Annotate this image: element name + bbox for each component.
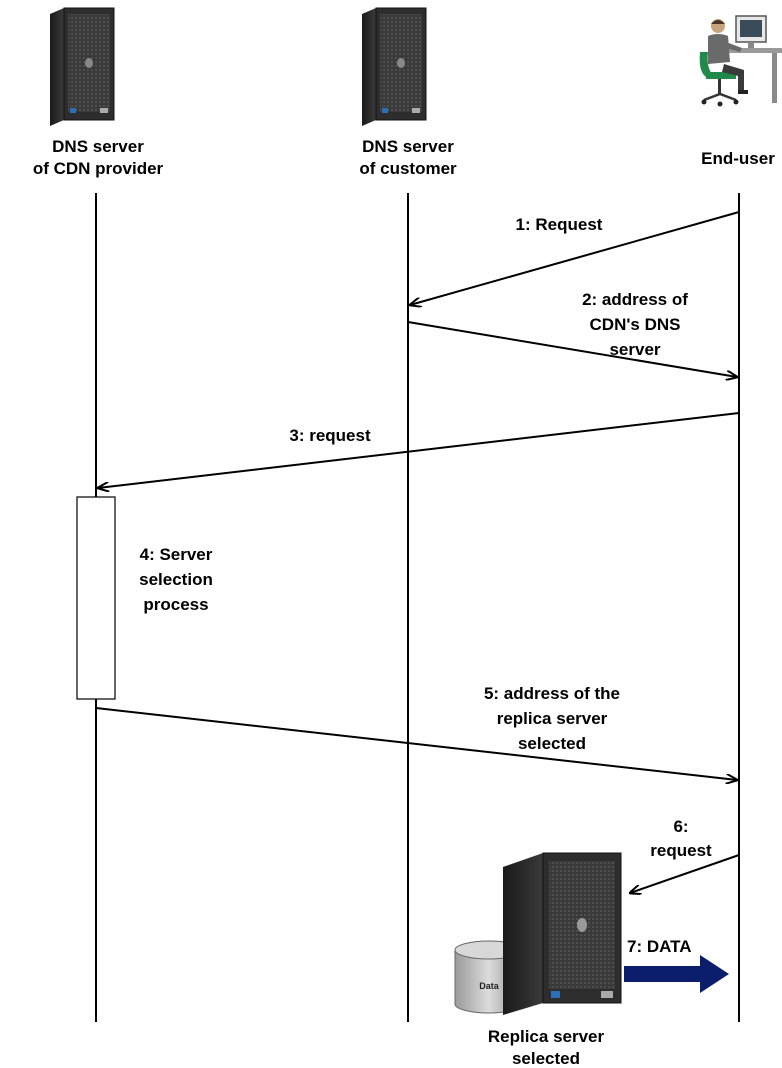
database-label: Data xyxy=(479,981,500,991)
message-label-2-line3: server xyxy=(609,340,660,359)
message-label-1: 1: Request xyxy=(516,215,603,234)
message-arrow-3 xyxy=(98,412,740,488)
server-icon xyxy=(50,7,115,126)
process-label-4-line3: process xyxy=(143,595,208,614)
actor-label-customer-dns-line1: DNS server xyxy=(362,137,454,156)
data-transfer-arrow xyxy=(624,955,729,993)
message-label-2-line1: 2: address of xyxy=(582,290,688,309)
message-label-5-line2: replica server xyxy=(497,709,608,728)
activation-box xyxy=(76,496,116,700)
message-label-5-line3: selected xyxy=(518,734,586,753)
replica-server-icon xyxy=(503,852,622,1015)
process-label-4-line1: 4: Server xyxy=(140,545,213,564)
message-label-6-line1: 6: xyxy=(673,817,688,836)
actor-label-end-user: End-user xyxy=(701,149,775,168)
replica-label-line1: Replica server xyxy=(488,1027,605,1046)
end-user-icon xyxy=(699,15,782,107)
replica-label-line2: selected xyxy=(512,1049,580,1068)
actor-label-customer-dns-line2: of customer xyxy=(359,159,457,178)
actor-label-cdn-dns-line2: of CDN provider xyxy=(33,159,164,178)
message-label-3: 3: request xyxy=(289,426,371,445)
message-label-2-line2: CDN's DNS xyxy=(590,315,681,334)
server-icon xyxy=(362,7,427,126)
actor-label-cdn-dns-line1: DNS server xyxy=(52,137,144,156)
message-arrow-2 xyxy=(407,321,737,377)
message-arrow-5 xyxy=(95,707,737,780)
process-label-4-line2: selection xyxy=(139,570,213,589)
message-arrow-1 xyxy=(410,211,740,305)
message-arrow-6 xyxy=(630,854,740,893)
message-label-7: 7: DATA xyxy=(627,937,692,956)
message-label-6-line2: request xyxy=(650,841,712,860)
message-label-5-line1: 5: address of the xyxy=(484,684,620,703)
